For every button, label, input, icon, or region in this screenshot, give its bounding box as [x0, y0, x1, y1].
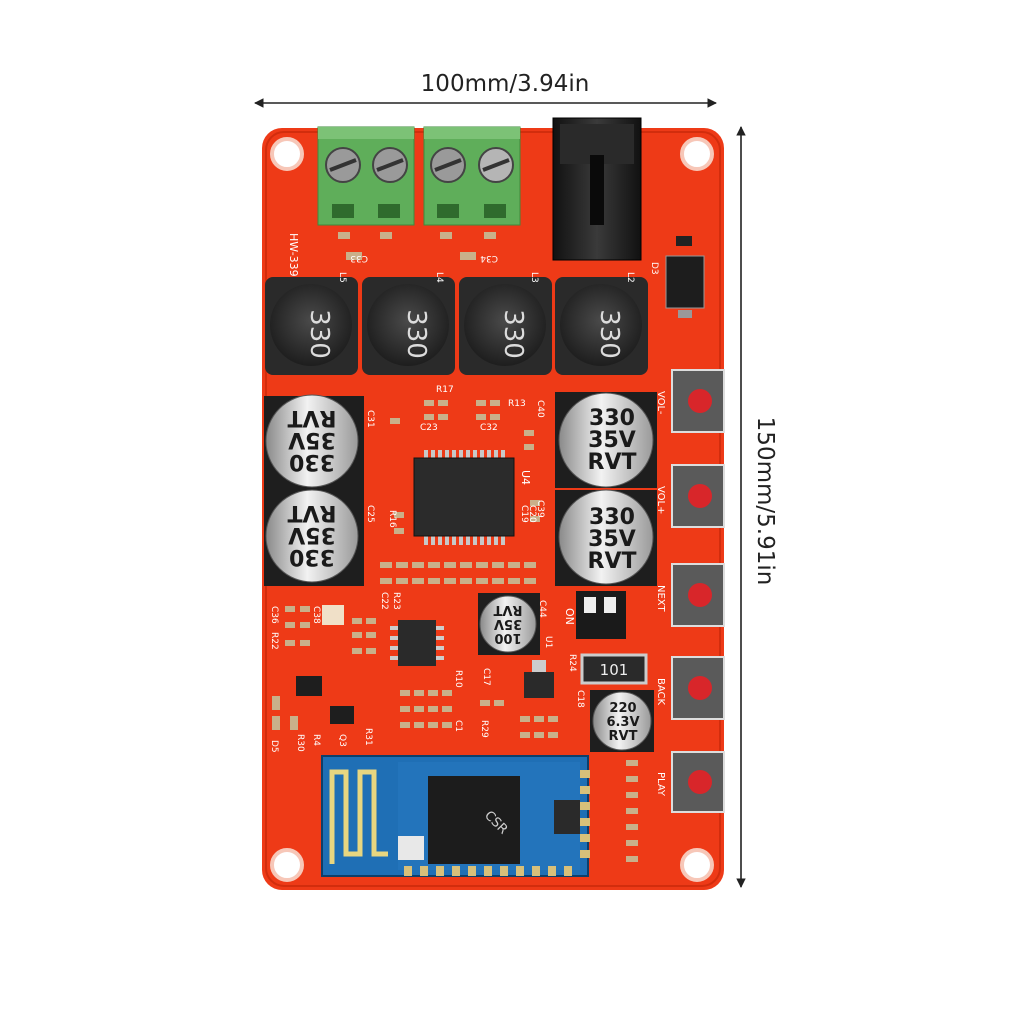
- svg-text:L3: L3: [529, 272, 539, 283]
- svg-text:C20: C20: [527, 505, 537, 523]
- svg-text:R30: R30: [295, 734, 305, 752]
- svg-text:C44: C44: [537, 600, 547, 618]
- svg-text:C25: C25: [365, 505, 375, 523]
- svg-text:35V: 35V: [288, 522, 336, 547]
- svg-text:R13: R13: [508, 399, 526, 409]
- smd-components: [272, 400, 638, 862]
- amplifier-chip: U4: [413, 450, 532, 545]
- svg-text:R4: R4: [311, 734, 321, 746]
- width-dimension-label: 100mm/3.94in: [420, 71, 590, 97]
- svg-text:330: 330: [304, 309, 334, 359]
- svg-text:101: 101: [600, 661, 629, 679]
- svg-text:R31: R31: [363, 728, 373, 746]
- bluetooth-module: CSR: [321, 755, 590, 877]
- svg-text:R24: R24: [567, 654, 577, 672]
- svg-text:D5: D5: [269, 740, 279, 753]
- svg-text:330: 330: [589, 505, 635, 530]
- inductor-2: 330: [362, 277, 455, 375]
- dc-power-jack: [552, 117, 642, 261]
- svg-text:C33: C33: [350, 253, 368, 263]
- svg-text:C36: C36: [269, 606, 279, 624]
- button-back[interactable]: BACK: [655, 656, 725, 720]
- svg-text:6.3V: 6.3V: [606, 715, 639, 730]
- svg-text:C23: C23: [420, 423, 438, 433]
- svg-text:RVT: RVT: [588, 450, 637, 475]
- mounting-holes: [270, 137, 714, 882]
- svg-text:100: 100: [494, 630, 521, 645]
- capacitor-right-bottom: 330 35V RVT: [555, 489, 657, 586]
- svg-text:L4: L4: [434, 272, 444, 283]
- resistor-101: 101: [580, 653, 648, 685]
- capacitor-left-bottom: 330 35V RVT: [264, 489, 364, 586]
- svg-text:C17: C17: [481, 668, 491, 686]
- svg-text:Q3: Q3: [337, 734, 347, 747]
- svg-text:VOL+: VOL+: [655, 486, 666, 515]
- dip-switch: ON: [563, 591, 626, 639]
- svg-text:35V: 35V: [588, 428, 636, 453]
- inductor-1: 330: [265, 277, 358, 375]
- svg-text:L5: L5: [337, 272, 347, 283]
- svg-text:330: 330: [589, 406, 635, 431]
- inductor-4: 330: [555, 277, 648, 375]
- button-next[interactable]: NEXT: [655, 563, 725, 627]
- screw-terminal-left: [317, 126, 415, 226]
- inductor-3: 330: [459, 277, 552, 375]
- svg-text:C1: C1: [453, 720, 463, 732]
- svg-text:ON: ON: [563, 608, 576, 625]
- svg-text:330: 330: [289, 449, 335, 474]
- svg-text:RVT: RVT: [588, 549, 637, 574]
- button-vol-minus[interactable]: VOL-: [655, 369, 725, 433]
- capacitor-small-right: 220 6.3V RVT: [590, 690, 654, 752]
- smd-ic-8pin: [296, 620, 554, 724]
- svg-text:35V: 35V: [588, 527, 636, 552]
- svg-text:330: 330: [401, 309, 431, 359]
- svg-text:PLAY: PLAY: [655, 772, 666, 797]
- board-model-label: HW-339: [287, 233, 300, 277]
- svg-text:L2: L2: [625, 272, 635, 283]
- button-vol-plus[interactable]: VOL+: [655, 464, 725, 528]
- svg-text:VOL-: VOL-: [655, 391, 666, 415]
- svg-text:330: 330: [498, 309, 528, 359]
- capacitor-small-middle: 100 35V RVT: [478, 593, 540, 655]
- button-play[interactable]: PLAY: [655, 751, 725, 813]
- svg-text:R17: R17: [436, 385, 454, 395]
- svg-text:35V: 35V: [494, 616, 522, 631]
- svg-text:NEXT: NEXT: [655, 585, 666, 612]
- capacitor-left-top: 330 35V RVT: [264, 394, 364, 492]
- silkscreen-labels: L5 L4 L3 L2 D3 C31 C25 R16 C40 C39 C19 C…: [269, 253, 659, 753]
- svg-text:C31: C31: [365, 410, 375, 428]
- svg-text:C18: C18: [575, 690, 585, 708]
- svg-text:35V: 35V: [288, 427, 336, 452]
- svg-text:C34: C34: [480, 253, 498, 263]
- screw-terminal-right: [423, 126, 521, 226]
- svg-text:RVT: RVT: [288, 500, 337, 525]
- capacitor-right-top: 330 35V RVT: [555, 392, 657, 488]
- svg-text:330: 330: [594, 309, 624, 359]
- svg-text:R29: R29: [479, 720, 489, 738]
- svg-text:D3: D3: [649, 262, 659, 275]
- svg-text:R22: R22: [269, 632, 279, 650]
- svg-text:330: 330: [289, 544, 335, 569]
- svg-text:U4: U4: [519, 470, 532, 485]
- smd-parts-top: [338, 232, 705, 318]
- svg-text:R23: R23: [391, 592, 401, 610]
- svg-text:BACK: BACK: [655, 678, 666, 706]
- svg-text:RVT: RVT: [609, 729, 638, 744]
- svg-text:U1: U1: [543, 636, 553, 648]
- svg-text:R10: R10: [453, 670, 463, 688]
- svg-text:C40: C40: [535, 400, 545, 418]
- svg-text:RVT: RVT: [288, 405, 337, 430]
- svg-text:220: 220: [609, 701, 636, 716]
- svg-text:C38: C38: [311, 606, 321, 624]
- svg-text:C19: C19: [519, 505, 529, 523]
- svg-text:C39: C39: [535, 500, 545, 518]
- svg-text:R16: R16: [387, 510, 397, 528]
- svg-text:RVT: RVT: [493, 602, 522, 617]
- svg-text:C22: C22: [379, 592, 389, 610]
- svg-text:C32: C32: [480, 423, 498, 433]
